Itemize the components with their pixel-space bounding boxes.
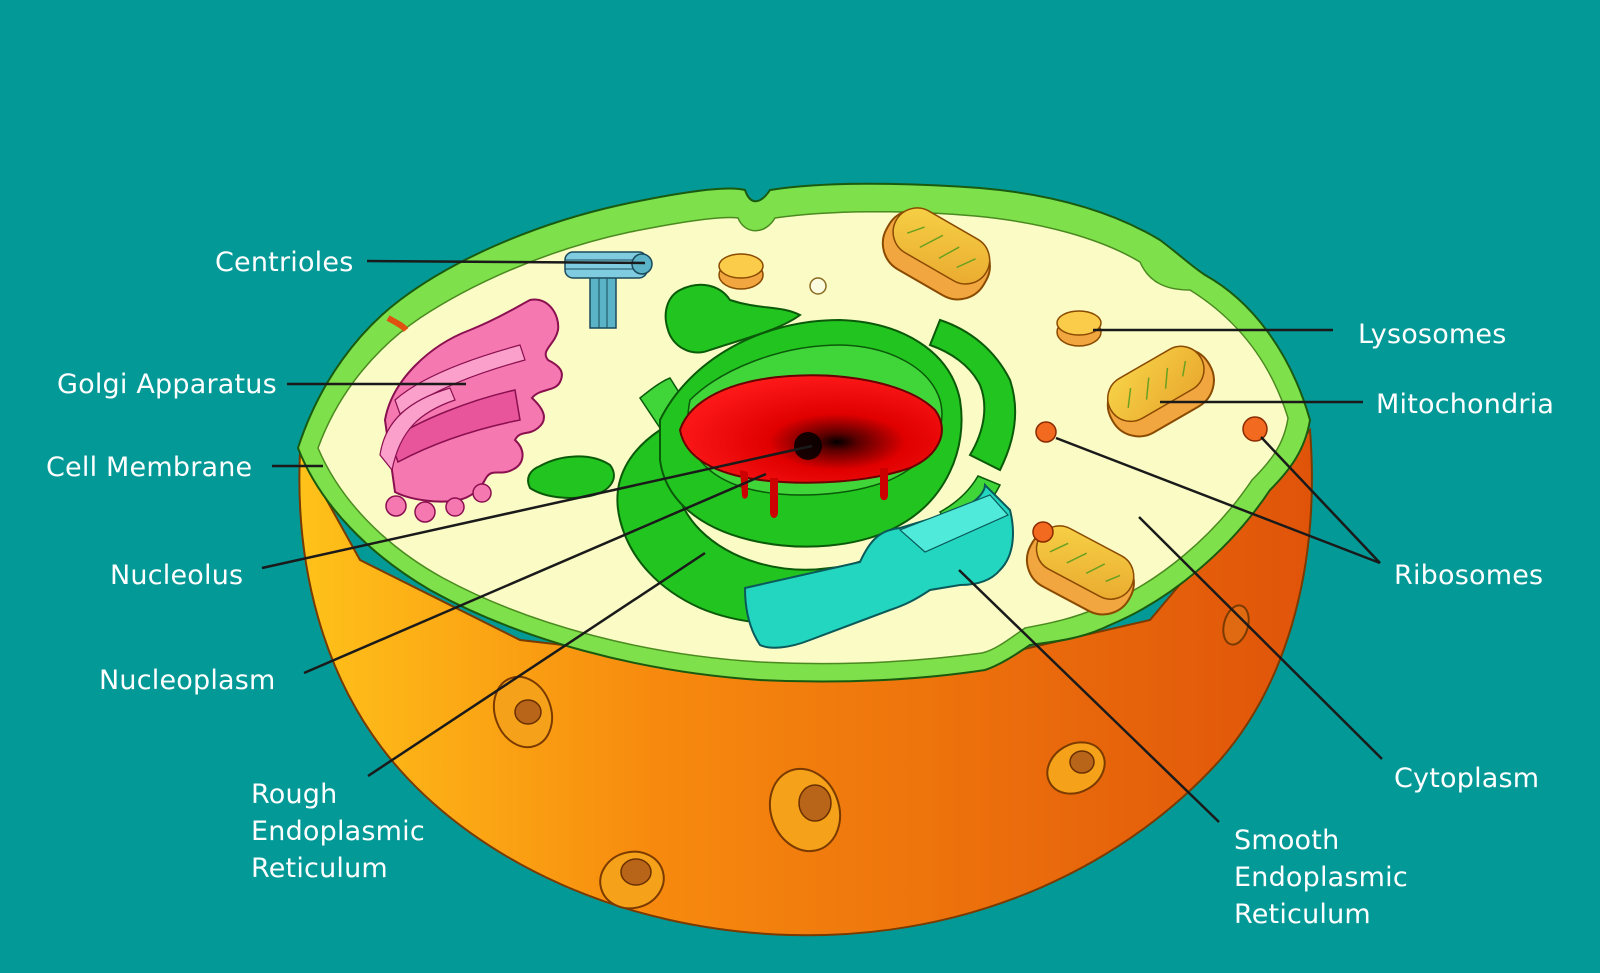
label-lysosomes: Lysosomes bbox=[1358, 316, 1507, 353]
label-mitochondria: Mitochondria bbox=[1376, 386, 1554, 423]
label-cytoplasm: Cytoplasm bbox=[1394, 760, 1539, 797]
label-rough-er-line-2: Endoplasmic bbox=[251, 813, 425, 850]
label-ribosomes: Ribosomes bbox=[1394, 557, 1543, 594]
label-rough-er-line-3: Reticulum bbox=[251, 850, 425, 887]
label-smooth-endoplasmic-reticulum: Smooth Endoplasmic Reticulum bbox=[1234, 822, 1408, 933]
label-nucleoplasm: Nucleoplasm bbox=[99, 662, 276, 699]
label-nucleolus: Nucleolus bbox=[110, 557, 243, 594]
label-smooth-er-line-2: Endoplasmic bbox=[1234, 859, 1408, 896]
label-smooth-er-line-1: Smooth bbox=[1234, 822, 1408, 859]
label-rough-er-line-1: Rough bbox=[251, 776, 425, 813]
label-centrioles: Centrioles bbox=[215, 244, 353, 281]
label-cell-membrane: Cell Membrane bbox=[46, 449, 252, 486]
label-smooth-er-line-3: Reticulum bbox=[1234, 896, 1408, 933]
label-rough-endoplasmic-reticulum: Rough Endoplasmic Reticulum bbox=[251, 776, 425, 887]
label-golgi-apparatus: Golgi Apparatus bbox=[57, 366, 277, 403]
